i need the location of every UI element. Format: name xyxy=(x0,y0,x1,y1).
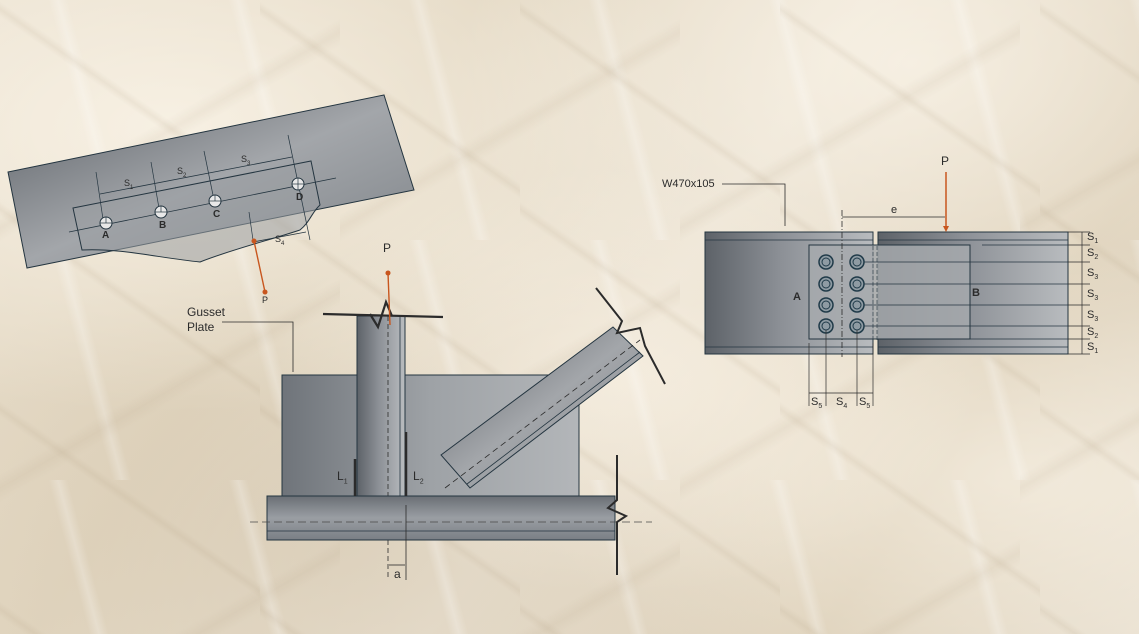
bolt-label-a: A xyxy=(102,230,110,241)
bolt-label-b: B xyxy=(159,220,167,231)
splice-plate xyxy=(808,244,971,340)
vertical-member xyxy=(356,315,406,498)
weld-label-l2: L2 xyxy=(413,469,424,486)
load-label-p-truss: P xyxy=(383,241,392,255)
bottom-spacing-s5-right: S5 xyxy=(859,396,871,411)
bottom-spacing-s4: S4 xyxy=(836,396,848,411)
member-label-a: A xyxy=(793,291,801,303)
bolt-d xyxy=(291,177,305,191)
load-label-p-bracket: P xyxy=(262,295,269,305)
section-label: W470x105 xyxy=(662,178,715,190)
right-spacing-7: S1 xyxy=(1087,341,1099,356)
eccentricity-label-e: e xyxy=(891,204,898,216)
load-label-p-splice: P xyxy=(941,154,950,168)
right-spacing-3: S3 xyxy=(1087,267,1099,282)
bolt-c xyxy=(208,194,222,208)
right-spacing-4: S3 xyxy=(1087,288,1099,303)
gusset-label-line1: Gusset xyxy=(187,305,226,319)
bottom-spacing-s5-left: S5 xyxy=(811,396,823,411)
right-spacing-5: S3 xyxy=(1087,309,1099,324)
bolt-b xyxy=(154,205,168,219)
dimension-line-s xyxy=(99,156,293,195)
gusset-truss-figure xyxy=(222,270,666,580)
bottom-chord xyxy=(266,495,616,541)
member-label-b: B xyxy=(972,287,980,299)
load-arrow-p xyxy=(251,238,268,295)
gusset-label-line2: Plate xyxy=(187,320,215,334)
spacing-label-s3: S3 xyxy=(241,154,251,167)
spacing-label-s1: S1 xyxy=(124,178,134,191)
spacing-label-s2: S2 xyxy=(177,166,187,179)
bolted-bracket-figure xyxy=(7,94,415,295)
bracket-plate xyxy=(72,160,321,263)
eccentricity-label-a: a xyxy=(394,567,401,581)
bolt-label-c: C xyxy=(213,209,221,220)
bolt-group xyxy=(818,254,865,334)
bolt-centerline xyxy=(68,177,337,233)
bolt-label-d: D xyxy=(296,192,304,203)
spacing-label-s4: S4 xyxy=(275,234,285,247)
diagonal-member xyxy=(440,326,644,489)
right-spacing-1: S1 xyxy=(1087,231,1099,246)
bolt-a xyxy=(99,216,113,230)
weld-label-l1: L1 xyxy=(337,469,348,486)
right-spacing-2: S2 xyxy=(1087,247,1099,262)
beam-splice-figure xyxy=(704,172,1090,406)
load-arrow-p-truss xyxy=(385,270,391,326)
right-spacing-6: S2 xyxy=(1087,326,1099,341)
